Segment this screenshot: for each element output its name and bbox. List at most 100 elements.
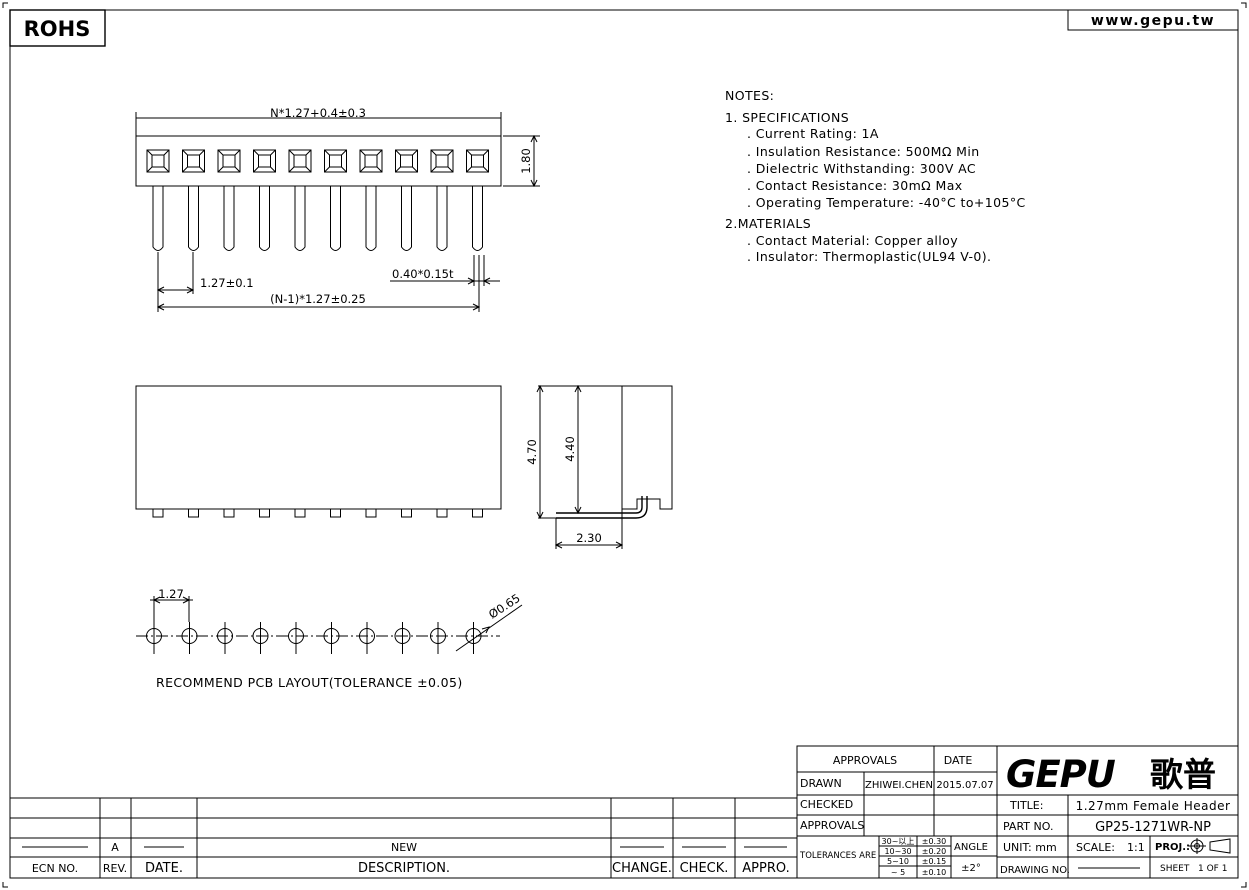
header-appro: APPRO.	[742, 861, 789, 876]
part-no-label: PART NO.	[1003, 820, 1053, 833]
sheet-label: SHEET	[1160, 864, 1190, 874]
pin-tail	[223, 508, 235, 518]
spec-dielectric-withstanding: . Dielectric Withstanding: 300V AC	[747, 161, 976, 176]
tolerances-label: TOLERANCES ARE	[799, 851, 876, 861]
contact-cell-inner	[293, 154, 307, 168]
notes-heading: NOTES:	[725, 88, 774, 103]
revision-description-new: NEW	[391, 841, 417, 854]
notes: NOTES: 1. SPECIFICATIONS . Current Ratin…	[725, 88, 1025, 264]
span-dimension: (N-1)*1.27±0.25	[270, 292, 366, 306]
side-depth-dimension: 2.30	[576, 531, 602, 545]
spec-contact-resistance: . Contact Resistance: 30mΩ Max	[747, 178, 963, 193]
contact-pin	[188, 186, 199, 251]
header-change: CHANGE.	[612, 861, 672, 876]
side-height-dimension: 4.40	[563, 436, 577, 462]
contact-cell-corners	[395, 149, 418, 173]
contact-cell-inner	[329, 154, 342, 168]
top-view: N*1.27+0.4±0.3 1.80 1.27±0.1 (N-1)*1.27±…	[135, 106, 540, 312]
tolerance-value-1: ±0.30	[922, 837, 947, 846]
revision-table: A NEW ECN NO. REV. DATE. DESCRIPTION. CH…	[10, 797, 797, 878]
contact-cell-corners	[359, 149, 383, 173]
contact-cell-inner	[400, 154, 413, 168]
tolerance-value-2: ±0.20	[922, 847, 947, 856]
contact-cell	[395, 149, 418, 173]
pitch-dimension: 1.27±0.1	[200, 276, 254, 290]
header-description: DESCRIPTION.	[358, 861, 450, 876]
contact-cell-corners	[466, 149, 489, 173]
scale-label: SCALE:	[1076, 841, 1115, 854]
approvals-header: APPROVALS	[833, 754, 897, 767]
contact-pins	[152, 186, 483, 251]
pin-tail	[401, 508, 412, 518]
tolerance-range-2: 10~30	[884, 847, 911, 856]
front-view	[135, 385, 502, 518]
date-header: DATE	[944, 754, 973, 767]
pin-tail	[294, 508, 306, 518]
drawn-by: ZHIWEI.CHEN	[865, 780, 933, 791]
contact-cell-inner	[222, 154, 236, 168]
website-box	[1067, 9, 1239, 31]
contact-cell	[253, 149, 276, 173]
width-dimension: N*1.27+0.4±0.3	[270, 106, 366, 120]
pin-tail	[188, 508, 199, 518]
tolerance-value-3: ±0.15	[922, 857, 947, 866]
materials-heading: 2.MATERIALS	[725, 216, 811, 231]
contact-pin	[294, 186, 306, 251]
contact-cell-corners	[217, 149, 241, 173]
contact-cell-corners	[146, 149, 170, 173]
contact-cell-inner	[187, 154, 200, 168]
contact-cell-corners	[253, 149, 276, 173]
pin-tail	[330, 508, 341, 518]
material-insulator: . Insulator: Thermoplastic(UL94 V-0).	[747, 249, 991, 264]
contact-cells	[146, 149, 489, 173]
height-dimension: 1.80	[519, 148, 533, 174]
checked-label: CHECKED	[800, 798, 853, 811]
side-view-pin	[556, 496, 643, 514]
contact-cell-inner	[435, 154, 449, 168]
contact-cell	[217, 149, 241, 173]
pin-tail	[472, 508, 483, 518]
contact-pin	[436, 186, 448, 251]
sheet-border	[9, 9, 1239, 879]
pin-tail	[259, 508, 270, 518]
header-check: CHECK.	[680, 861, 729, 876]
tolerance-range-3: 5~10	[887, 857, 909, 866]
contact-cell-corners	[324, 149, 347, 173]
contact-cell	[288, 149, 312, 173]
drawn-label: DRAWN	[800, 777, 842, 790]
sheet-value: 1 OF 1	[1198, 864, 1227, 874]
pin-tail	[152, 508, 164, 518]
pin-tail	[365, 508, 377, 518]
contact-pin	[330, 186, 341, 251]
contact-cell	[359, 149, 383, 173]
contact-cell	[430, 149, 454, 173]
tolerance-range-4: ~ 5	[891, 868, 905, 877]
part-no-value: GP25-1271WR-NP	[1095, 820, 1211, 835]
contact-pin	[152, 186, 164, 251]
header-rev: REV.	[103, 862, 127, 875]
contact-pin	[365, 186, 377, 251]
pcb-holes	[146, 622, 482, 654]
pcb-pitch-dimension: 1.27	[158, 587, 184, 601]
projection-symbol-icon	[1188, 838, 1231, 854]
contact-cell	[324, 149, 347, 173]
top-view-housing	[135, 117, 502, 187]
contact-cell-corners	[182, 149, 205, 173]
pcb-layout: 1.27 Ø0.65 RECOMMEND PCB LAYOUT(TOLERANC…	[136, 587, 523, 690]
contact-pin	[472, 186, 483, 251]
side-view-housing	[621, 385, 673, 510]
contact-cell	[466, 149, 489, 173]
unit-label: UNIT: mm	[1003, 841, 1057, 854]
specifications-heading: 1. SPECIFICATIONS	[725, 110, 849, 125]
projection-label: PROJ.:	[1155, 842, 1190, 853]
scale-value: 1:1	[1127, 841, 1145, 854]
contact-cell-corners	[288, 149, 312, 173]
spec-insulation-resistance: . Insulation Resistance: 500MΩ Min	[747, 144, 980, 159]
brand-logo-cn: 歌普	[1150, 755, 1216, 794]
contact-cell-corners	[430, 149, 454, 173]
title-block: APPROVALS DATE DRAWN ZHIWEI.CHEN 2015.07…	[796, 745, 1239, 879]
contact-cell-inner	[151, 154, 165, 168]
spec-current-rating: . Current Rating: 1A	[747, 126, 879, 141]
material-contact: . Contact Material: Copper alloy	[747, 233, 958, 248]
